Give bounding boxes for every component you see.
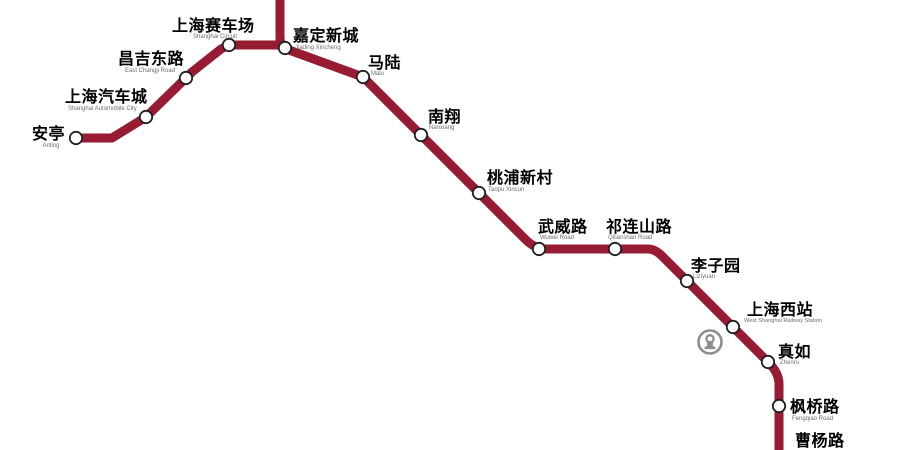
station-label-zh: 武威路	[538, 217, 588, 236]
station-label-zh: 嘉定新城	[292, 26, 359, 45]
station-marker	[607, 241, 623, 257]
station-marker	[221, 37, 237, 53]
station-anting: 安亭 Anting	[32, 124, 84, 149]
station-label-en: Anting	[42, 143, 59, 149]
station-label-en: Zhenru	[780, 360, 799, 366]
station-marker	[355, 69, 371, 85]
station-label-en: Shanghai Automobile City	[68, 106, 137, 112]
station-label-zh: 昌吉东路	[118, 49, 185, 68]
station-marker	[277, 40, 293, 56]
station-fengqiao-road: 枫桥路 Fengqiao Road	[771, 397, 840, 422]
station-label-zh: 上海汽车城	[65, 87, 148, 106]
station-east-changji-road: 昌吉东路 East Changji Road	[118, 49, 194, 86]
station-marker	[138, 109, 154, 125]
station-label-zh: 李子园	[690, 256, 741, 275]
station-label-zh: 桃浦新村	[487, 168, 553, 187]
station-label-en: Fengqiao Road	[792, 416, 833, 422]
track-main-line	[275, 0, 784, 450]
station-label-zh: 真如	[778, 342, 811, 361]
station-west-shanghai-railway-station: 上海西站 West Shanghai Railway Station	[725, 300, 822, 335]
station-jiading-xincheng: 嘉定新城 Jiading Xincheng	[277, 26, 359, 56]
station-label-zh: 上海西站	[747, 300, 813, 319]
station-marker	[771, 398, 787, 414]
station-zhenru: 真如 Zhenru	[760, 342, 811, 370]
station-label-zh: 枫桥路	[790, 397, 840, 416]
station-label-en: Jiading Xincheng	[295, 45, 341, 51]
station-label-en: West Shanghai Railway Station	[744, 318, 822, 324]
station-liziyuan: 李子园 Liziyuan	[679, 256, 741, 289]
station-label-zh: 南翔	[428, 107, 461, 126]
station-label-en: East Changji Road	[125, 68, 175, 74]
station-marker	[531, 241, 547, 257]
station-label-en: Shanghai Circuit	[193, 34, 237, 40]
station-label-en: Nanxiang	[429, 125, 454, 131]
station-shanghai-circuit: 上海赛车场 Shanghai Circuit	[172, 16, 255, 53]
station-taopu-xincun: 桃浦新村 Taopu Xincun	[471, 168, 553, 201]
railway-station-icon	[697, 329, 723, 355]
station-label-en: Taopu Xincun	[488, 187, 524, 193]
station-marker	[68, 130, 84, 146]
station-shanghai-automobile-city: 上海汽车城 Shanghai Automobile City	[65, 87, 154, 125]
station-qilianshan-road: 祁连山路 Qilianshan Road	[606, 217, 673, 257]
station-label-en: Liziyuan	[693, 274, 715, 280]
station-wuwei-road: 武威路 Wuwei Road	[531, 217, 588, 257]
station-marker	[725, 319, 741, 335]
station-label-zh: 曹杨路	[795, 431, 845, 450]
station-label-en: Malu	[371, 71, 384, 77]
station-label-zh: 安亭	[32, 124, 65, 143]
station-marker	[178, 70, 194, 86]
station-marker	[471, 185, 487, 201]
station-malu: 马陆 Malu	[355, 53, 401, 85]
station-label-zh: 祁连山路	[606, 217, 673, 236]
station-caoyang-road: 曹杨路	[795, 431, 845, 450]
station-nanxiang: 南翔 Nanxiang	[413, 107, 461, 143]
station-marker	[413, 127, 429, 143]
station-label-en: Wuwei Road	[540, 235, 574, 241]
station-marker	[679, 273, 695, 289]
station-label-zh: 上海赛车场	[172, 16, 255, 35]
station-label-zh: 马陆	[368, 53, 401, 72]
station-label-en: Qilianshan Road	[608, 235, 652, 241]
station-marker	[760, 354, 776, 370]
